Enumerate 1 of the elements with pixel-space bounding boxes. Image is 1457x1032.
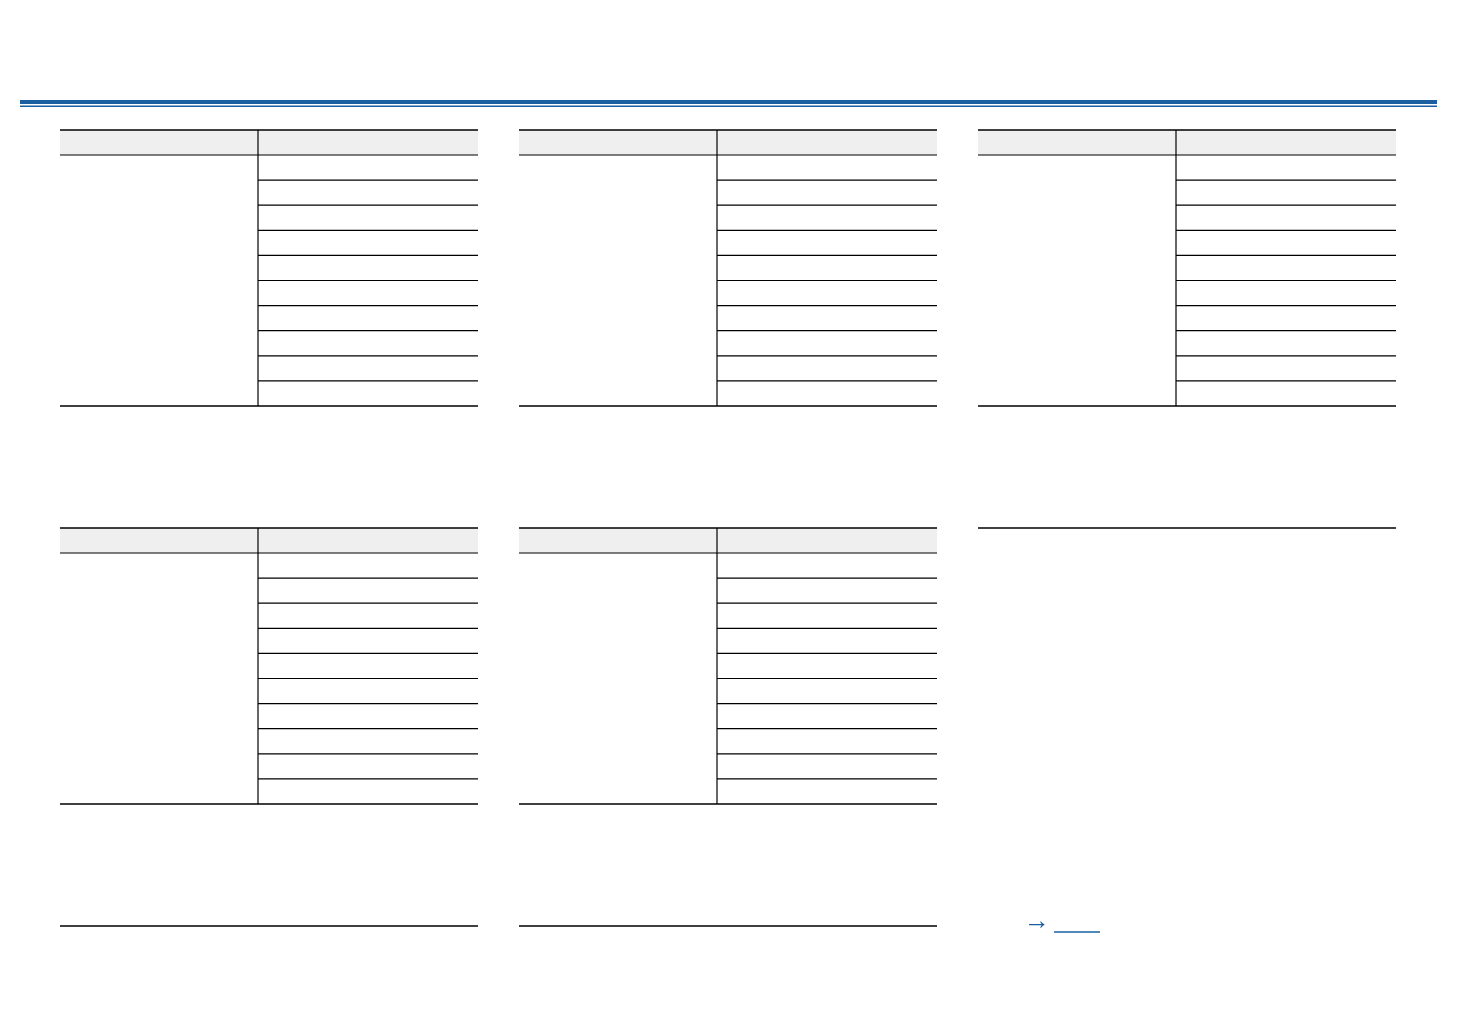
arrow-symbol: → [1024,905,1050,935]
